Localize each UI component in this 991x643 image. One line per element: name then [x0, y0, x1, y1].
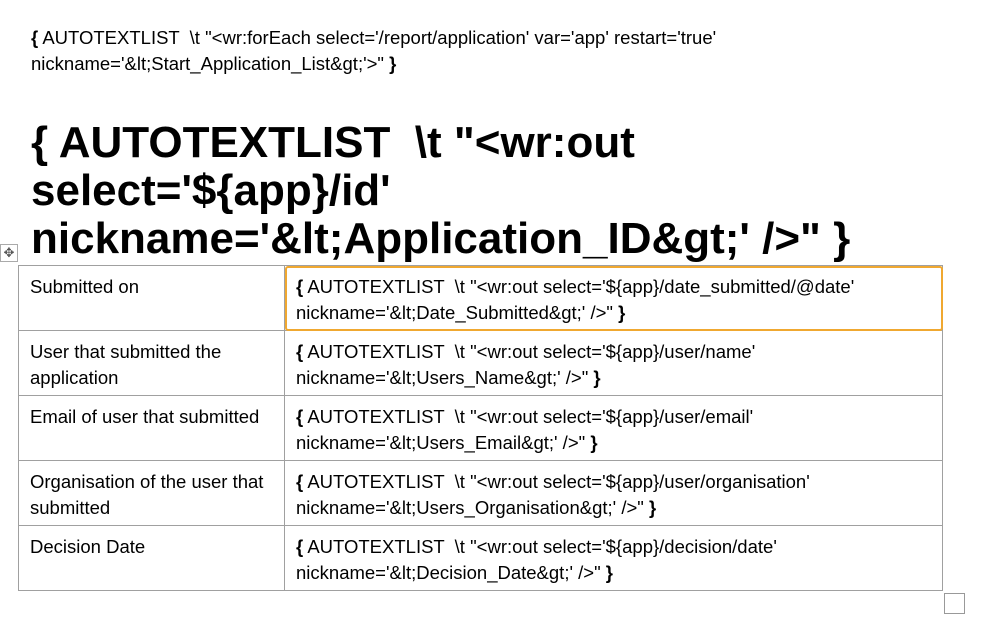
field-open-brace: {	[31, 118, 49, 167]
field-code-cell[interactable]: { AUTOTEXTLIST \t "<wr:out select='${app…	[284, 525, 943, 591]
field-open-brace: {	[31, 27, 39, 48]
table-resize-handle[interactable]	[944, 593, 965, 614]
table-row: Organisation of the user that submitted {…	[18, 460, 943, 526]
row-label: Email of user that submitted	[30, 406, 260, 427]
row-label-cell[interactable]: User that submitted the application	[18, 330, 285, 396]
field-code-cell[interactable]: { AUTOTEXTLIST \t "<wr:out select='${app…	[284, 395, 943, 461]
field-close-brace: }	[593, 367, 601, 388]
document-body: { AUTOTEXTLIST \t "<wr:forEach select='/…	[0, 25, 991, 614]
row-label-cell[interactable]: Submitted on	[18, 265, 285, 331]
table-row: Decision Date { AUTOTEXTLIST \t "<wr:out …	[18, 525, 943, 591]
field-close-brace: }	[618, 302, 626, 323]
row-label: Organisation of the user that submitted	[30, 471, 264, 518]
row-label: Decision Date	[30, 536, 146, 557]
field-open-brace: {	[296, 471, 304, 492]
application-id-heading[interactable]: { AUTOTEXTLIST \t "<wr:out select='${app…	[31, 119, 931, 263]
table-container: ✥ Submitted on { AUTOTEXTLIST \t "<wr:out…	[0, 244, 991, 614]
field-open-brace: {	[296, 406, 304, 427]
table-row: Submitted on { AUTOTEXTLIST \t "<wr:out s…	[18, 265, 943, 331]
table-move-handle-icon[interactable]: ✥	[0, 244, 18, 262]
field-code-cell[interactable]: { AUTOTEXTLIST \t "<wr:out select='${app…	[284, 265, 943, 331]
field-code: AUTOTEXTLIST \t "<wr:out select='${app}/…	[296, 471, 815, 518]
foreach-field-paragraph[interactable]: { AUTOTEXTLIST \t "<wr:forEach select='/…	[31, 25, 811, 77]
field-open-brace: {	[296, 276, 304, 297]
table-row: Email of user that submitted { AUTOTEXTLI…	[18, 395, 943, 461]
table-row: User that submitted the application { AUT…	[18, 330, 943, 396]
field-close-brace: }	[648, 497, 657, 518]
field-code: AUTOTEXTLIST \t "<wr:forEach select='/re…	[31, 27, 722, 74]
field-close-brace: }	[389, 53, 397, 74]
row-label-cell[interactable]: Decision Date	[18, 525, 285, 591]
field-code: AUTOTEXTLIST \t "<wr:out select='${app}/…	[296, 406, 759, 453]
row-label: User that submitted the application	[30, 341, 222, 388]
application-table: Submitted on { AUTOTEXTLIST \t "<wr:out s…	[18, 265, 943, 591]
field-code: AUTOTEXTLIST \t "<wr:out select='${app}/…	[296, 341, 761, 388]
field-code: AUTOTEXTLIST \t "<wr:out select='${app}/…	[296, 536, 782, 583]
field-close-brace: }	[590, 432, 598, 453]
field-open-brace: {	[296, 536, 304, 557]
field-close-brace: }	[605, 562, 613, 583]
row-label-cell[interactable]: Email of user that submitted	[18, 395, 285, 461]
field-close-brace: }	[833, 214, 851, 263]
field-open-brace: {	[296, 341, 304, 362]
field-code: AUTOTEXTLIST \t "<wr:out select='${app}/…	[31, 118, 834, 263]
field-code: AUTOTEXTLIST \t "<wr:out select='${app}/…	[296, 276, 860, 323]
field-code-cell[interactable]: { AUTOTEXTLIST \t "<wr:out select='${app…	[284, 460, 943, 526]
row-label: Submitted on	[30, 276, 140, 297]
row-label-cell[interactable]: Organisation of the user that submitted	[18, 460, 285, 526]
field-code-cell[interactable]: { AUTOTEXTLIST \t "<wr:out select='${app…	[284, 330, 943, 396]
